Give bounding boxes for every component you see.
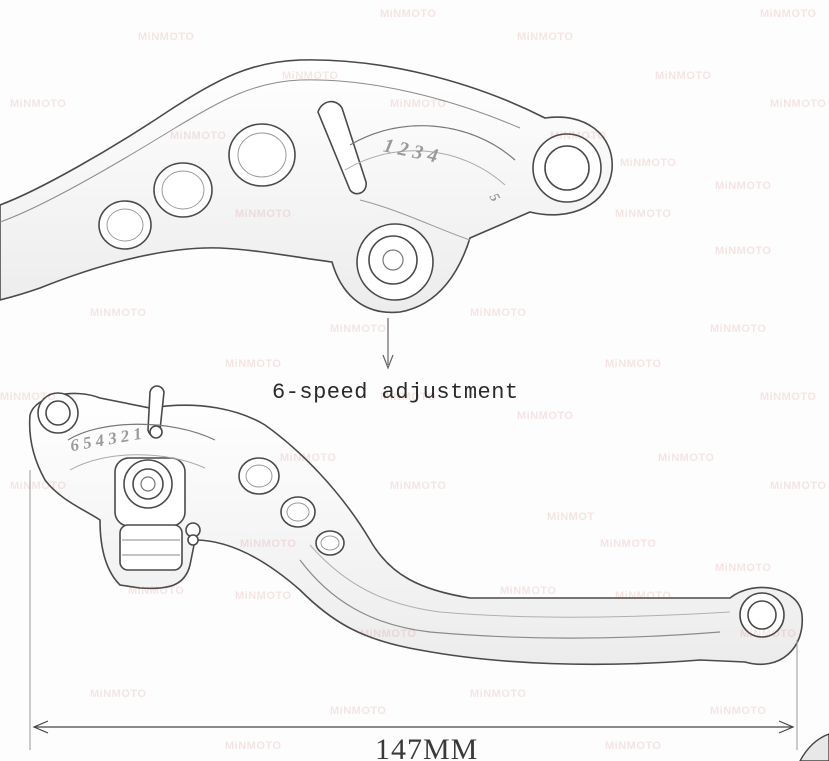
bottom-lever [28,385,803,666]
top-lever [0,59,613,314]
top-lever-hole-1 [98,200,152,250]
bottom-lever-hole-2 [280,496,316,528]
top-lever-adjuster-pin [317,100,367,195]
top-lever-arm [0,59,613,314]
corner-fragment [799,733,829,761]
bottom-lever-body [28,392,803,666]
bottom-lever-adjuster-knob [114,457,201,571]
adjustment-pointer [382,318,394,370]
adjustment-label: 6-speed adjustment [272,380,519,405]
bottom-lever-hole-3 [315,530,345,556]
dimension-label: 147MM [375,733,479,761]
bottom-lever-hole-1 [238,457,280,495]
dimension-line [29,470,798,750]
